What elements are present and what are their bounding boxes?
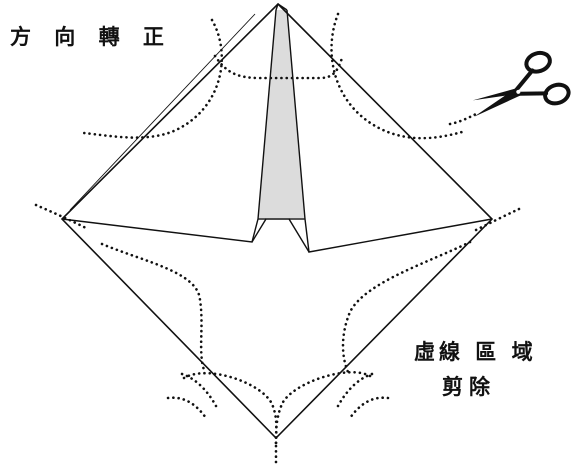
rotate-direction-label: 方 向 轉 正 — [10, 25, 172, 49]
cut-away-label: 剪除 — [442, 375, 496, 399]
scissors-icon — [472, 50, 571, 117]
center-shaded-flap — [258, 10, 305, 218]
dotted-cut-lines — [34, 12, 521, 464]
folded-flap-lines — [61, 3, 493, 253]
dotted-region-label: 虛線 區 域 — [414, 340, 537, 364]
